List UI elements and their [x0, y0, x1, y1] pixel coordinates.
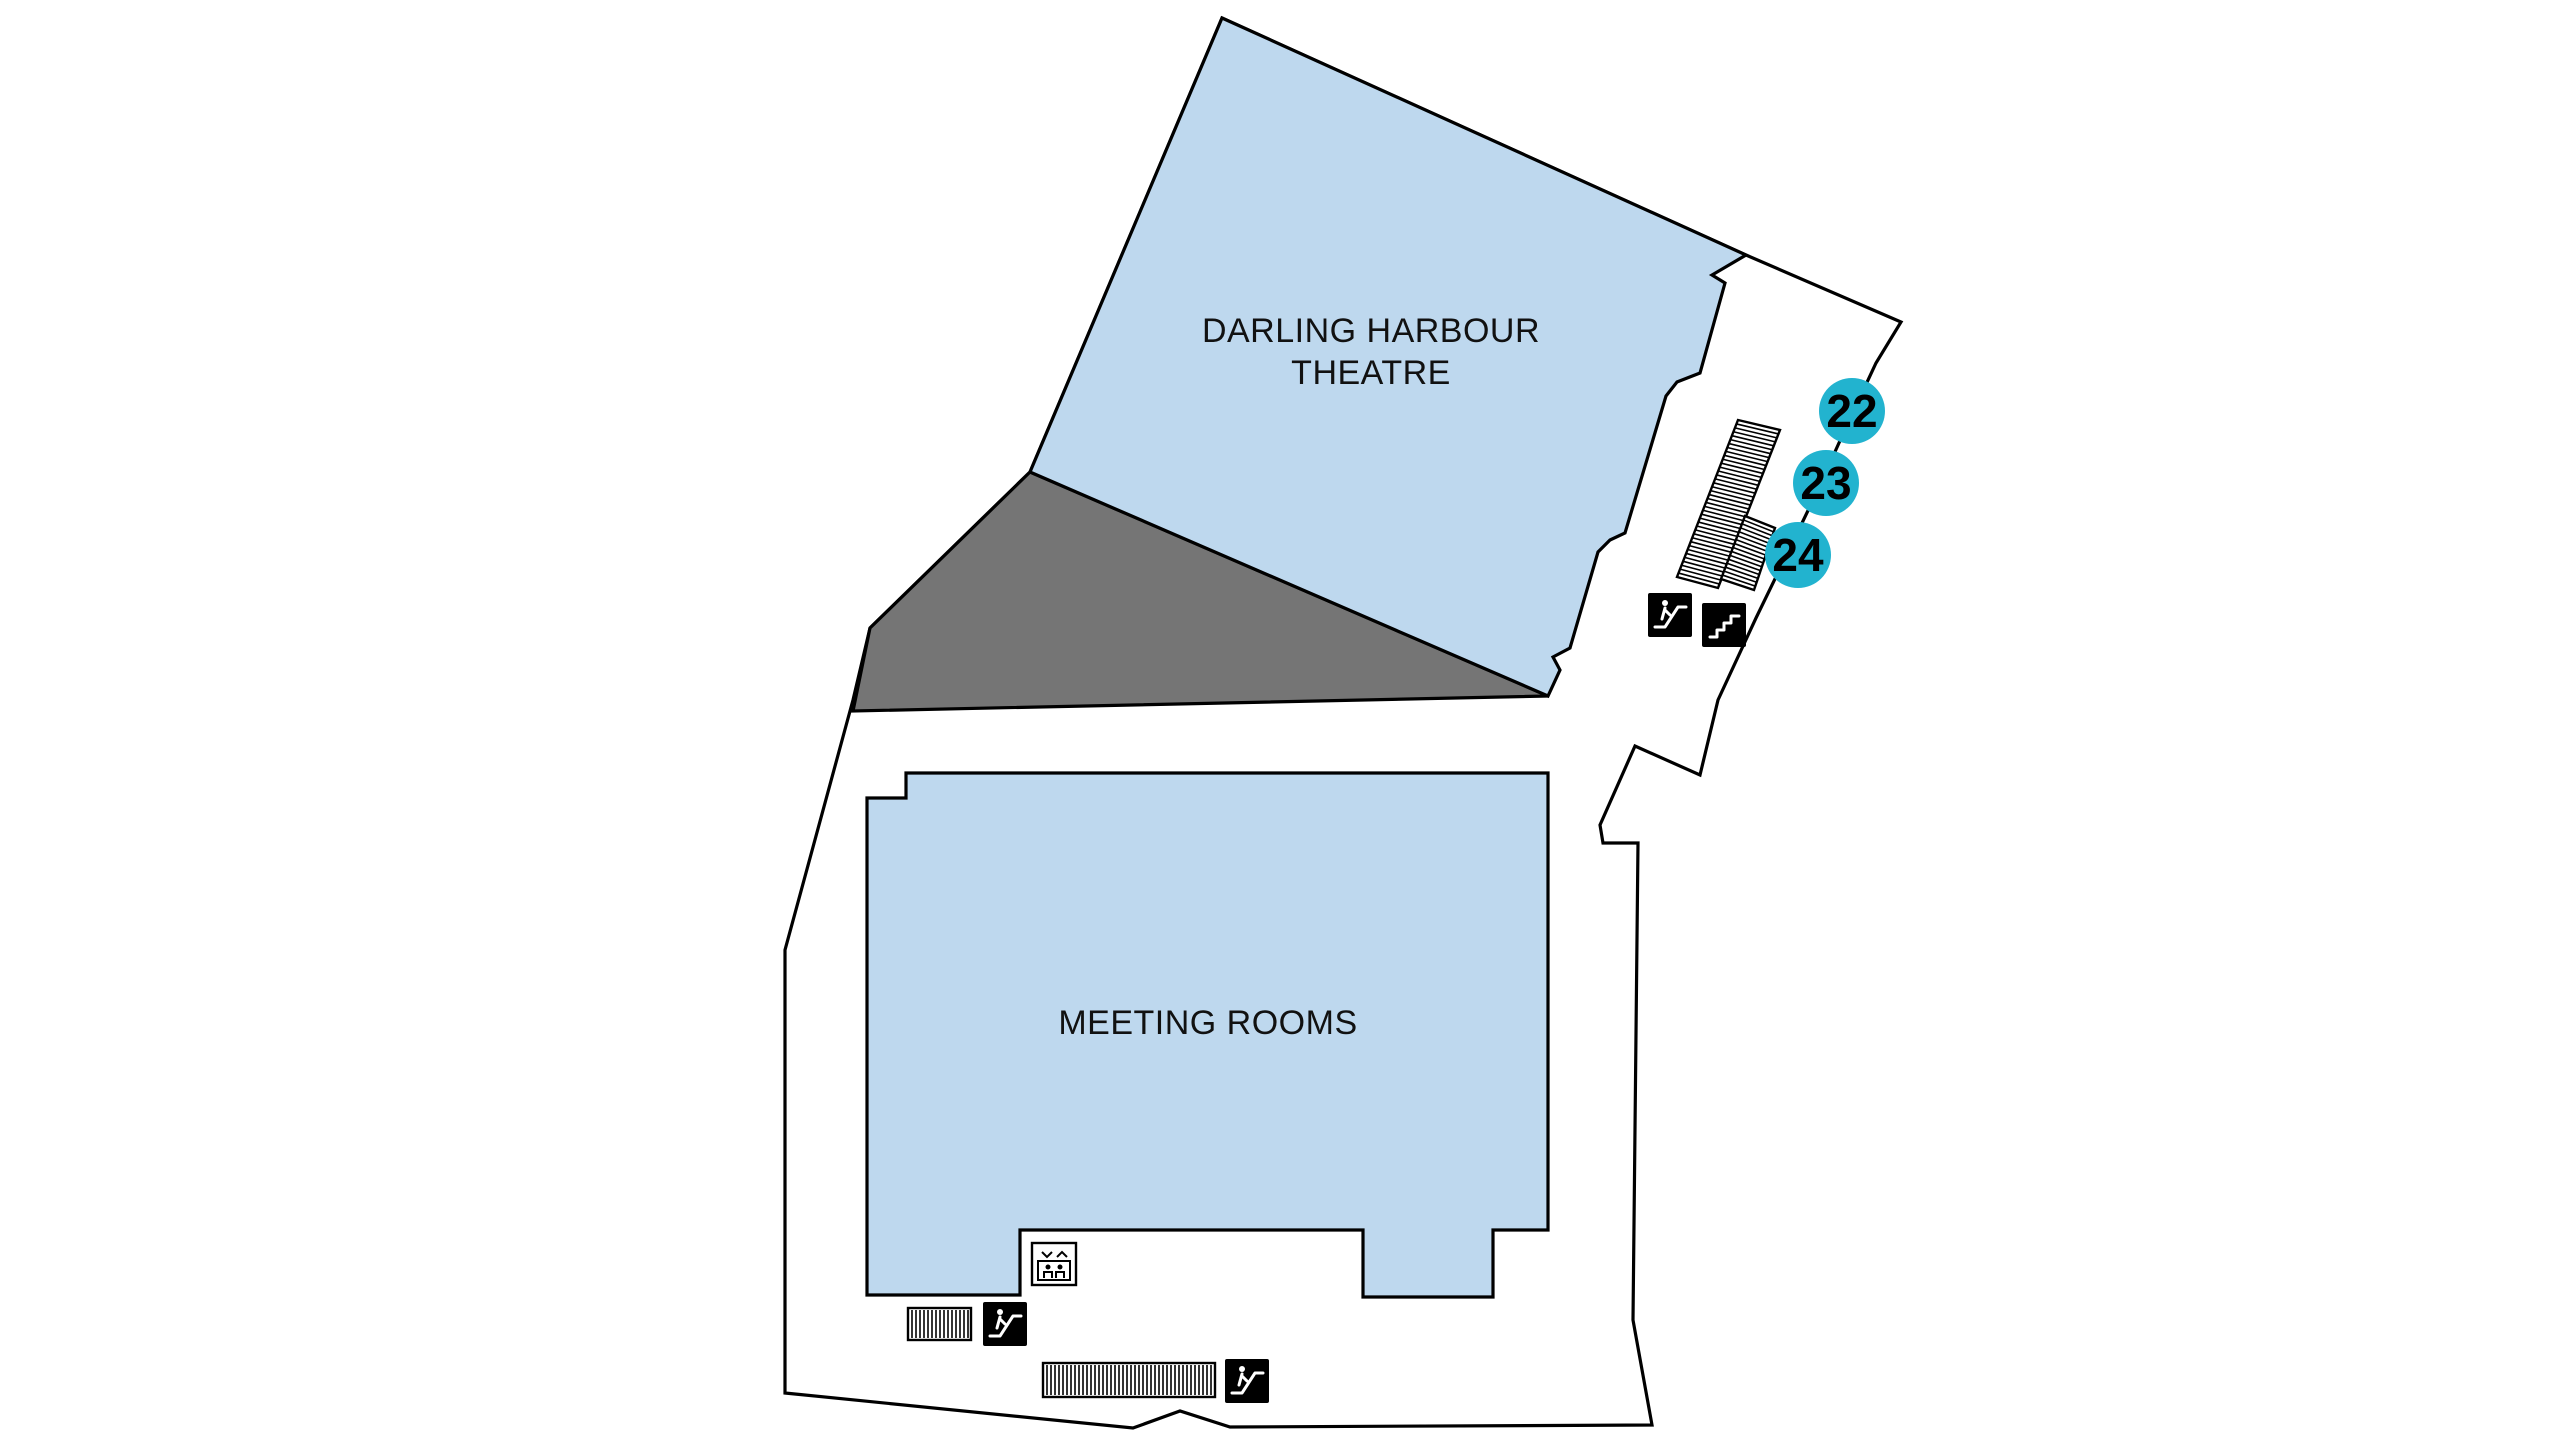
stair-tread: [1731, 550, 1764, 564]
stair-tread: [1741, 523, 1773, 537]
meeting-rooms-label: MEETING ROOMS: [1058, 1004, 1357, 1042]
stair-tread: [1729, 554, 1763, 568]
meeting-rooms[interactable]: [865, 771, 1550, 1299]
stairs-icon: [1702, 603, 1746, 647]
marker-24-label: 24: [1772, 529, 1824, 581]
stair-tread: [1695, 529, 1737, 542]
stair-tread: [1707, 497, 1750, 510]
stair-tread: [1692, 536, 1734, 550]
bottom-escalator-block: [1041, 1361, 1217, 1399]
theatre-label-line-1: DARLING HARBOUR: [1202, 312, 1540, 350]
stair-tread: [1705, 501, 1748, 514]
stair-tread: [1704, 505, 1747, 518]
stair-tread: [1726, 562, 1760, 576]
stair-tread: [1727, 446, 1770, 459]
stair-tread: [1733, 430, 1776, 443]
escalator-icon: [983, 1302, 1027, 1346]
stair-tread: [1725, 566, 1759, 580]
stair-tread: [1728, 442, 1771, 455]
stair-tread: [1701, 513, 1743, 526]
stair-tread: [1713, 482, 1756, 494]
stair-tread: [1681, 564, 1723, 577]
lower-left-escalator-block: [906, 1306, 973, 1342]
theatre-label-line-2: THEATRE: [1291, 354, 1451, 392]
stair-tread: [1737, 534, 1769, 549]
stair-tread: [1710, 489, 1753, 502]
stair-tread: [1728, 558, 1761, 572]
stair-tread: [1678, 572, 1720, 585]
stair-tread: [1708, 493, 1751, 506]
stair-tread: [1687, 548, 1730, 562]
stair-tread: [1682, 560, 1725, 573]
stair-tread: [1725, 450, 1768, 463]
stair-tread: [1711, 485, 1754, 498]
stair-tread: [1734, 427, 1778, 439]
stair-tread: [1716, 474, 1759, 487]
marker-24[interactable]: 24: [1765, 522, 1831, 588]
stair-tread: [1698, 521, 1740, 534]
stair-tread: [1723, 570, 1757, 584]
stair-tread: [1690, 540, 1733, 554]
stair-tread: [1722, 574, 1756, 587]
darling-harbour-theatre[interactable]: [1027, 15, 1750, 699]
stair-tread: [1693, 533, 1736, 546]
marker-23-label: 23: [1800, 457, 1851, 509]
stair-tread: [1732, 546, 1765, 560]
stair-tread: [1685, 552, 1728, 566]
stair-tread: [1722, 458, 1765, 471]
escalator-icon: [1225, 1359, 1269, 1403]
stair-tread: [1702, 509, 1745, 522]
upper-escalator-block: [1675, 418, 1782, 590]
stair-tread: [1743, 519, 1774, 533]
stair-tread: [1734, 542, 1767, 556]
stair-tread: [1714, 478, 1757, 491]
marker-23[interactable]: 23: [1793, 450, 1859, 516]
stair-tread: [1684, 556, 1726, 570]
stair-tread: [1740, 527, 1772, 541]
stair-tread: [1699, 517, 1742, 530]
stair-tread: [1735, 538, 1768, 552]
lift-icon: [1030, 1241, 1078, 1287]
stair-tread: [1679, 568, 1722, 581]
marker-22-label: 22: [1826, 385, 1877, 437]
stair-tread: [1721, 462, 1764, 475]
marker-22[interactable]: 22: [1819, 378, 1885, 444]
stair-tread: [1731, 434, 1774, 447]
stair-tread: [1738, 531, 1771, 545]
stair-tread: [1730, 438, 1773, 451]
stair-tread: [1719, 466, 1762, 479]
stair-tread: [1688, 544, 1731, 558]
stair-tread: [1736, 423, 1779, 435]
upper-stair-block: [1719, 514, 1777, 592]
stair-tread: [1717, 470, 1761, 483]
stair-tread: [1724, 454, 1767, 467]
escalator-icon: [1648, 593, 1692, 637]
stair-tread: [1696, 525, 1739, 538]
